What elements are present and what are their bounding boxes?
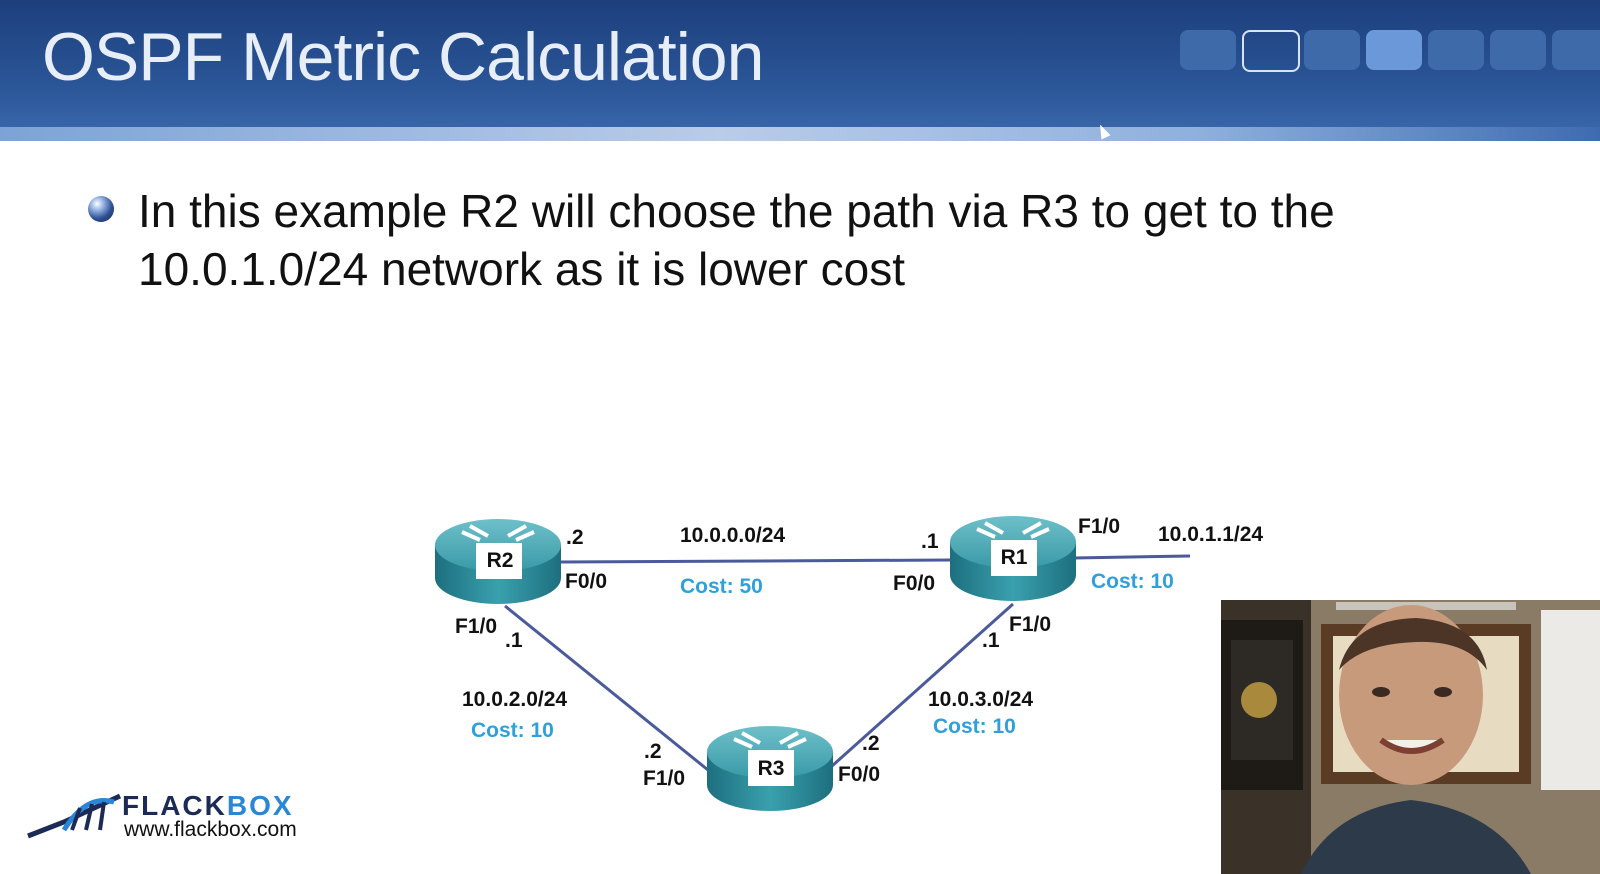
link-r1-r3 <box>830 602 1015 768</box>
link-r1-lan <box>1073 554 1191 560</box>
r1-f10-interface: F1/0 <box>1009 613 1052 636</box>
router-r1-label: R1 <box>1000 546 1028 569</box>
cost-r2-r1: Cost: 50 <box>680 575 763 598</box>
slide-navigation <box>1180 30 1600 72</box>
network-r1-r3: 10.0.3.0/24 <box>928 688 1034 711</box>
bullet-text: In this example R2 will choose the path … <box>138 185 1335 295</box>
logo-wordmark-box: BOX <box>226 790 294 821</box>
r1-lan-network: 10.0.1.1/24 <box>1158 523 1264 546</box>
network-r2-r3: 10.0.2.0/24 <box>462 688 568 711</box>
flackbox-logo-icon <box>27 793 122 839</box>
router-r2-icon <box>435 519 561 604</box>
slide-thumb-4[interactable] <box>1366 30 1422 70</box>
cost-r1-lan: Cost: 10 <box>1091 570 1174 593</box>
router-r3-label: R3 <box>757 757 785 780</box>
slide-thumb-3[interactable] <box>1304 30 1360 70</box>
r2-f10-ip: .1 <box>505 629 523 652</box>
link-r2-r1 <box>559 558 951 564</box>
cost-r1-r3: Cost: 10 <box>933 715 1016 738</box>
slide-title: OSPF Metric Calculation <box>42 19 764 95</box>
header-accent-strip <box>0 127 1600 141</box>
presenter-webcam <box>1221 600 1600 874</box>
bullet-icon <box>88 196 114 222</box>
r1-f00-interface: F0/0 <box>893 572 936 595</box>
logo-wordmark-flack: FLACK <box>122 790 227 821</box>
slide-thumb-6[interactable] <box>1490 30 1546 70</box>
presenter-video-image <box>1221 600 1600 874</box>
link-r2-r3 <box>504 604 709 772</box>
r3-f00-interface: F0/0 <box>838 763 881 786</box>
logo-wordmark: FLACKBOX <box>122 790 294 822</box>
network-r2-r1: 10.0.0.0/24 <box>680 524 786 547</box>
slide-thumb-7[interactable] <box>1552 30 1600 70</box>
slide-thumb-1[interactable] <box>1180 30 1236 70</box>
router-r1-icon <box>950 516 1076 601</box>
r3-f10-ip: .2 <box>644 740 662 763</box>
r2-f00-ip: .2 <box>566 526 584 549</box>
r1-f10-ip: .1 <box>982 629 1000 652</box>
router-r2-label: R2 <box>486 549 514 572</box>
r1-f00-ip: .1 <box>921 530 939 553</box>
slide-header <box>0 0 1600 140</box>
slide-thumb-5[interactable] <box>1428 30 1484 70</box>
r2-f10-interface: F1/0 <box>455 615 498 638</box>
router-r3-icon <box>707 726 833 811</box>
r3-f10-interface: F1/0 <box>643 767 686 790</box>
r2-f00-interface: F0/0 <box>565 570 608 593</box>
logo-url: www.flackbox.com <box>124 818 297 841</box>
r1-lan-interface: F1/0 <box>1078 515 1121 538</box>
r3-f00-ip: .2 <box>862 732 880 755</box>
cost-r2-r3: Cost: 10 <box>471 719 554 742</box>
slide-thumb-2[interactable] <box>1242 30 1300 72</box>
